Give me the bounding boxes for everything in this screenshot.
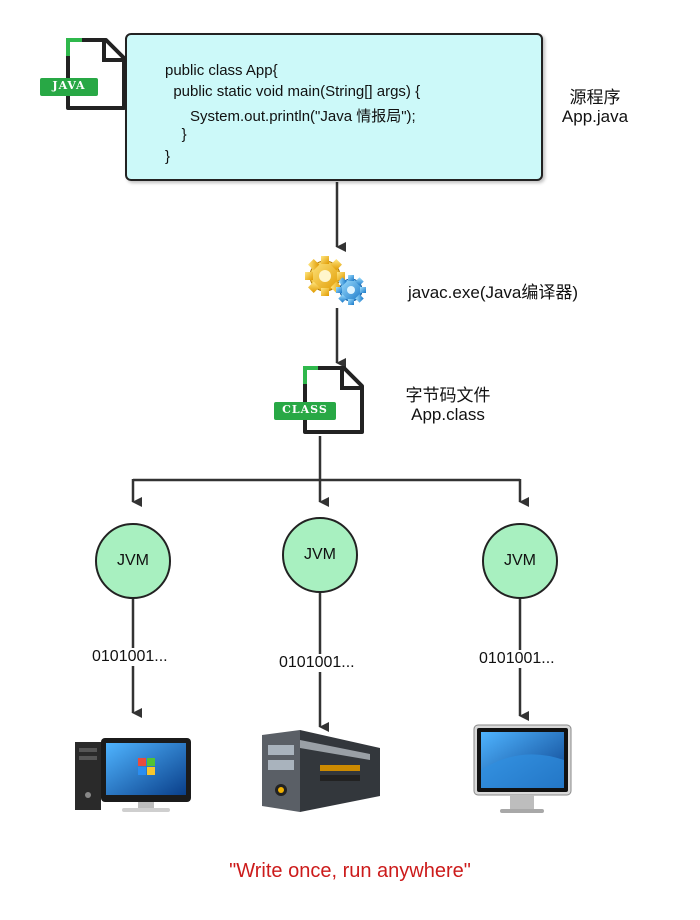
bytecode-caption-title: 字节码文件 <box>405 386 491 405</box>
code-line: } <box>165 126 187 143</box>
code-line: public class App{ <box>165 62 278 79</box>
class-badge-label: CLASS <box>282 403 328 416</box>
bytecode-caption-file: App.class <box>411 405 485 424</box>
mac-monitor-icon <box>473 724 572 813</box>
binary-label: 0101001... <box>90 648 170 666</box>
gears-icon <box>305 256 366 305</box>
windows-desktop-icon <box>75 738 191 812</box>
jvm-node: JVM <box>282 517 358 593</box>
java-file-icon <box>40 38 126 110</box>
binary-label: 0101001... <box>277 654 357 672</box>
class-file-icon <box>274 366 364 434</box>
source-caption-file: App.java <box>561 107 629 126</box>
jvm-node: JVM <box>95 523 171 599</box>
java-badge-label: JAVA <box>52 79 86 92</box>
code-line: public static void main(String[] args) { <box>165 83 421 100</box>
slogan: "Write once, run anywhere" <box>229 860 471 882</box>
compiler-label: javac.exe(Java编译器) <box>408 283 579 302</box>
code-line: } <box>165 148 171 165</box>
source-caption-title: 源程序 <box>569 88 621 107</box>
jvm-node: JVM <box>482 523 558 599</box>
source-code-box: public class App{ public static void mai… <box>125 33 543 181</box>
code-line: System.out.println("Java 情报局"); <box>165 108 416 125</box>
server-icon <box>262 730 380 812</box>
binary-label: 0101001... <box>477 650 557 668</box>
